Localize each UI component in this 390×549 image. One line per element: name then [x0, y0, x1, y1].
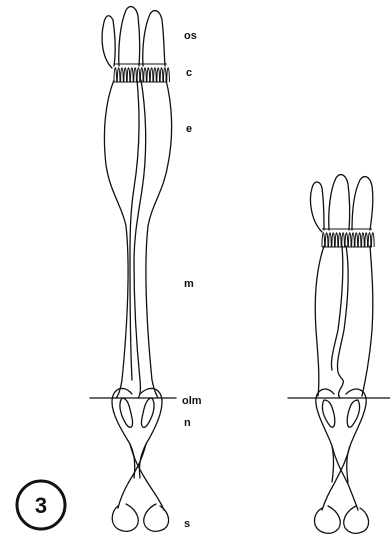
cilia-left-striation — [124, 68, 127, 82]
left-synapse-2 — [144, 504, 169, 531]
cilia-left-striation — [154, 68, 157, 82]
cilia-right-striation — [352, 233, 355, 247]
left-inner-segments — [104, 80, 171, 398]
left-cell-division-2 — [130, 80, 139, 380]
cilia-right-striation — [365, 233, 368, 247]
right-nucleus-inner-a — [322, 400, 334, 427]
label-ellipsoid: e — [186, 123, 192, 135]
layer-labels: os c e m olm n s — [182, 30, 202, 530]
right-outer-segment-3 — [352, 177, 373, 230]
right-axon-1 — [332, 446, 358, 510]
label-synapse: s — [184, 518, 190, 530]
right-cell-pair — [310, 175, 374, 534]
cilia-left-striation — [131, 68, 134, 82]
left-synaptic-terminals — [112, 504, 168, 531]
cilia-right-striation — [348, 233, 351, 247]
left-cell-division — [134, 80, 146, 398]
cilia-right-striation — [368, 233, 371, 247]
cilia-left-striation — [157, 68, 160, 82]
left-axon-1 — [130, 444, 164, 510]
label-outer-limiting-membrane: olm — [182, 395, 202, 407]
left-cell-outline-left — [104, 80, 128, 398]
right-synapse-1 — [315, 506, 341, 533]
cilia-right-striation — [362, 233, 365, 247]
cilia-right-striation — [332, 233, 335, 247]
right-axon-2 — [322, 446, 350, 510]
right-outer-segment-2 — [329, 175, 350, 230]
cilia-left-striation — [147, 68, 150, 82]
left-synapse-1 — [112, 504, 138, 531]
cilia-right-striation — [358, 233, 361, 247]
label-cilium: c — [186, 67, 192, 79]
right-outer-segment-1 — [310, 182, 324, 232]
cilia-right-striation — [339, 233, 342, 247]
left-cell-pair — [102, 7, 172, 532]
left-outer-segment-3 — [143, 11, 165, 66]
cilia-right-striation — [345, 233, 348, 247]
cilia-right-striation — [325, 233, 328, 247]
right-nuclei — [316, 389, 366, 510]
left-outer-segment-2 — [119, 7, 140, 66]
figure-number-badge: 3 — [17, 481, 65, 529]
cilia-left-striation — [127, 68, 130, 82]
label-nucleus: n — [184, 417, 191, 429]
right-cilia-band — [322, 229, 374, 247]
cilia-right-striation — [329, 233, 332, 247]
right-nucleus-cell-a — [316, 389, 334, 482]
cilia-left-striation — [144, 68, 147, 82]
cilia-right-striation — [372, 233, 375, 247]
label-outer-segment: os — [184, 30, 197, 42]
cilia-right-striation — [342, 233, 345, 247]
cilia-right-striation — [335, 233, 338, 247]
cilia-left-striation — [167, 68, 170, 82]
cilia-right-striation — [322, 233, 325, 247]
cilia-left-striation — [150, 68, 153, 82]
cilia-right-striation — [355, 233, 358, 247]
right-nucleus-inner-b — [347, 400, 359, 427]
right-cell-outline-left — [315, 246, 324, 396]
right-cell-outline-right — [362, 246, 373, 396]
cilia-left-striation — [121, 68, 124, 82]
cilia-left-striation — [117, 68, 120, 82]
left-cilia-band — [114, 64, 169, 82]
left-cell-outline-right — [146, 80, 172, 398]
left-nucleus-inner-b — [141, 398, 154, 427]
right-cell-division-2 — [331, 246, 342, 370]
left-nuclei — [112, 388, 164, 510]
left-nucleus-cell-a — [112, 388, 135, 478]
right-outer-segments — [310, 175, 372, 232]
figure-number: 3 — [35, 493, 47, 518]
left-outer-segment-1 — [102, 16, 115, 68]
right-nucleus-cell-b — [346, 389, 366, 482]
label-myoid: m — [184, 278, 194, 290]
left-nucleus-cell-b — [139, 388, 162, 478]
cilia-left-striation — [134, 68, 137, 82]
right-synapse-2 — [344, 506, 369, 533]
right-inner-segments — [315, 246, 373, 398]
left-outer-segments — [102, 7, 165, 68]
left-nucleus-inner-a — [120, 398, 133, 427]
cilia-left-striation — [160, 68, 163, 82]
